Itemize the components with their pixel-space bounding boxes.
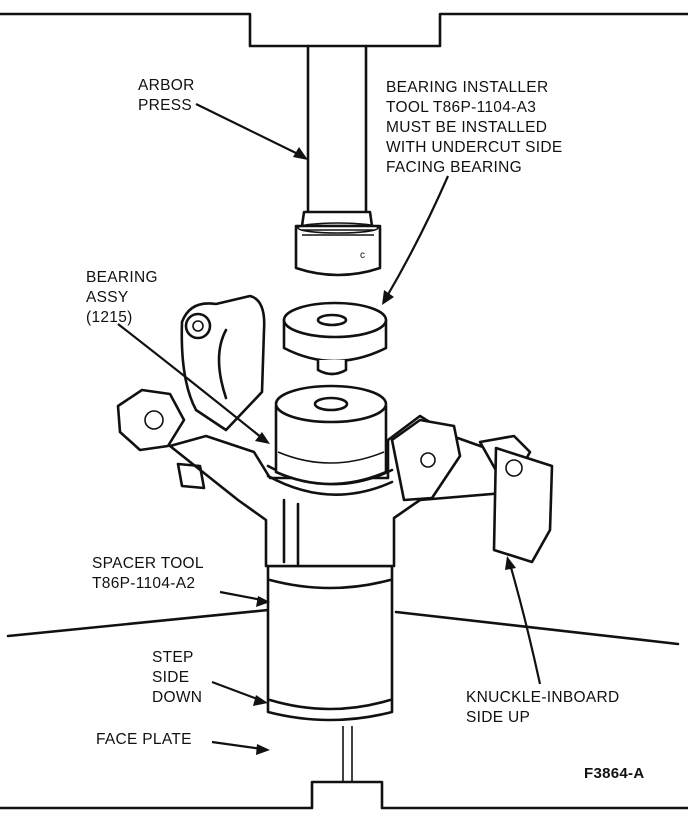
label-bearing-installer: BEARING INSTALLER TOOL T86P-1104-A3 MUST…: [386, 79, 563, 176]
spacer-tool: [266, 564, 394, 722]
bearing-installer-tool: [282, 301, 388, 376]
bearing-assembly: [274, 384, 388, 486]
arbor-ram: c: [294, 44, 382, 277]
figure-id: F3864-A: [584, 765, 645, 782]
leader-arrows: [117, 103, 542, 755]
svg-text:c: c: [360, 250, 365, 261]
label-arbor-press: ARBOR PRESS: [138, 77, 195, 114]
face-plate: [0, 608, 688, 810]
label-bearing-assy: BEARING ASSY (1215): [86, 269, 158, 326]
label-spacer-tool: SPACER TOOL T86P-1104-A2: [92, 555, 204, 592]
steering-knuckle: [116, 294, 554, 568]
label-step-side-down: STEP SIDE DOWN: [152, 649, 203, 706]
label-knuckle-inboard: KNUCKLE-INBOARD SIDE UP: [466, 689, 620, 726]
label-face-plate: FACE PLATE: [96, 731, 192, 748]
press-head: [0, 12, 688, 48]
